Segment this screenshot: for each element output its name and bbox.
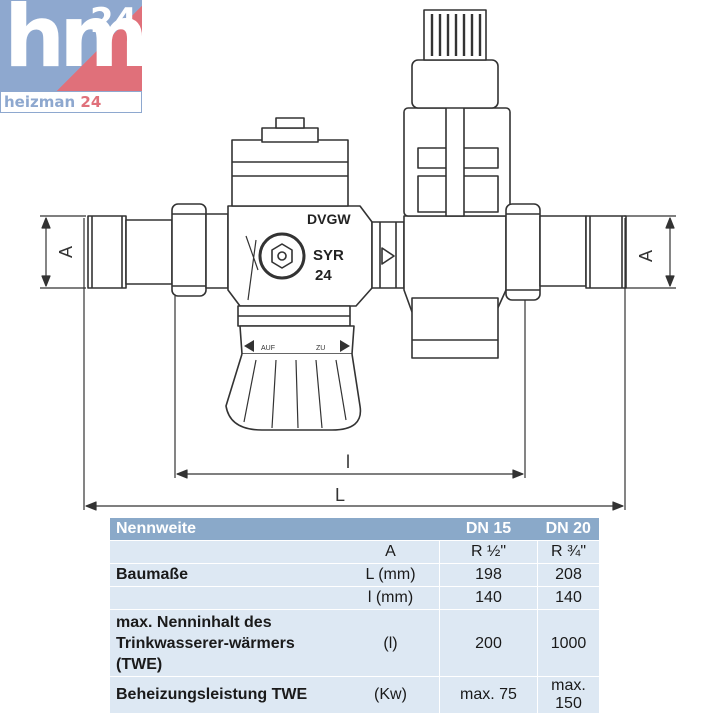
left-pipe-connection	[87, 203, 229, 297]
row-label	[110, 586, 342, 610]
middle-coupling	[371, 221, 405, 289]
row-value-dn20: 140	[537, 586, 599, 610]
row-value-dn15: R ½"	[439, 540, 538, 564]
row-label	[110, 540, 342, 564]
table-row: Baumaße L (mm) 198 208	[110, 563, 599, 587]
logo-number: 24	[90, 1, 138, 41]
row-unit: L (mm)	[342, 563, 440, 587]
row-value-dn15: 198	[439, 563, 538, 587]
body-text-syr: SYR	[313, 247, 344, 264]
table-row: A R ½" R ¾"	[110, 540, 599, 564]
logo-subtitle: heizman 24	[0, 91, 142, 113]
header-dn20: DN 20	[537, 518, 599, 541]
row-value-dn15: max. 75	[439, 676, 538, 714]
ring-text-auf: AUF	[261, 345, 275, 352]
row-unit: A	[342, 540, 440, 564]
body-text-dvgw: DVGW	[307, 211, 351, 227]
handwheel: AUF ZU	[225, 325, 362, 431]
right-pipe-connection	[505, 203, 627, 301]
ring-text-zu: ZU	[316, 345, 325, 352]
logo-subtitle-number: 24	[80, 93, 102, 111]
body-labels: DVGW SYR 24	[307, 211, 351, 284]
spec-table: Nennweite DN 15 DN 20 A R ½" R ¾" Baumaß…	[110, 518, 599, 714]
dim-label-l-large: L	[335, 485, 345, 505]
dim-label-a-left: A	[56, 246, 76, 258]
dimension-lines	[40, 215, 676, 511]
table-row: max. Nenninhalt des Trinkwasserer-wärmer…	[110, 609, 599, 677]
table-row: Beheizungsleistung TWE (Kw) max. 75 max.…	[110, 676, 599, 714]
spec-table-header: Nennweite DN 15 DN 20	[110, 518, 599, 541]
row-value-dn15: 200	[439, 609, 538, 677]
heizman24-logo: hm 24 heizman 24	[0, 0, 149, 113]
row-label: max. Nenninhalt des Trinkwasserer-wärmer…	[110, 609, 342, 677]
row-unit: (Kw)	[342, 676, 440, 714]
dimension-labels: A A l L	[56, 246, 656, 505]
row-unit: l (mm)	[342, 586, 440, 610]
dim-label-l-small: l	[346, 452, 350, 472]
dim-label-a-right: A	[636, 250, 656, 262]
header-blank	[342, 518, 440, 541]
row-value-dn20: R ¾"	[537, 540, 599, 564]
logo-mark: hm	[4, 0, 149, 87]
row-value-dn20: 1000	[537, 609, 599, 677]
row-value-dn15: 140	[439, 586, 538, 610]
pressure-reducer	[403, 9, 511, 359]
row-label: Beheizungsleistung TWE	[110, 676, 342, 714]
table-row: l (mm) 140 140	[110, 586, 599, 610]
row-unit: (l)	[342, 609, 440, 677]
body-text-24: 24	[315, 267, 332, 284]
row-label: Baumaße	[110, 563, 342, 587]
header-nennweite: Nennweite	[110, 518, 342, 541]
row-value-dn20: max. 150	[537, 676, 599, 714]
mixing-valve-body	[227, 117, 373, 327]
row-value-dn20: 208	[537, 563, 599, 587]
header-dn15: DN 15	[439, 518, 538, 541]
valve-technical-drawing: DVGW SYR 24 AUF ZU	[40, 9, 676, 511]
logo-subtitle-word: heizman	[4, 93, 76, 111]
